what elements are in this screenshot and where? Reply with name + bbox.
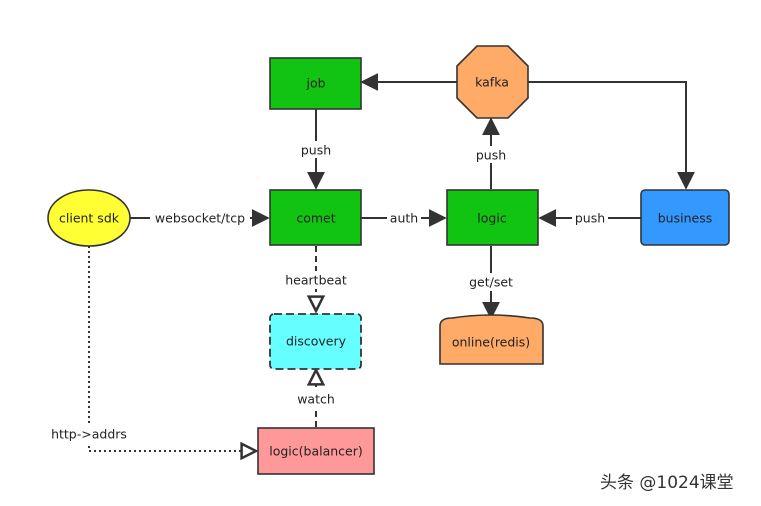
node-business	[640, 189, 730, 246]
node-job	[269, 57, 362, 110]
edge-label-client-balancer: http->addrs	[51, 427, 127, 442]
node-comet	[269, 189, 362, 246]
node-client-sdk-label: client sdk	[59, 211, 120, 226]
node-client-sdk	[47, 189, 131, 247]
edge-kafka-to-business	[528, 81, 695, 190]
node-discovery	[269, 313, 362, 370]
node-discovery-label: discovery	[286, 334, 347, 349]
node-job-label: job	[305, 76, 325, 91]
node-logic	[446, 189, 539, 246]
edge-label-balancer-discovery: watch	[297, 392, 335, 407]
node-online-redis	[439, 314, 544, 365]
edge-label-job-comet: push	[301, 143, 331, 158]
edge-label-client-comet: websocket/tcp	[155, 211, 245, 226]
edge-client-to-balancer	[88, 246, 256, 451]
edge-label-comet-discovery: heartbeat	[285, 273, 347, 288]
node-comet-label: comet	[296, 211, 335, 226]
node-online-redis-label: online(redis)	[452, 335, 530, 350]
node-kafka-label: kafka	[475, 75, 509, 90]
node-kafka	[456, 45, 529, 119]
node-logic-balancer	[257, 427, 375, 475]
watermark: 头条 @1024课堂	[600, 473, 734, 493]
node-logic-balancer-label: logic(balancer)	[269, 444, 363, 459]
node-business-label: business	[658, 211, 712, 226]
edge-label-logic-online: get/set	[469, 275, 513, 290]
edge-label-comet-logic: auth	[390, 211, 418, 226]
edge-label-business-logic: push	[575, 211, 605, 226]
edge-label-logic-kafka: push	[476, 148, 506, 163]
node-logic-label: logic	[477, 211, 507, 226]
